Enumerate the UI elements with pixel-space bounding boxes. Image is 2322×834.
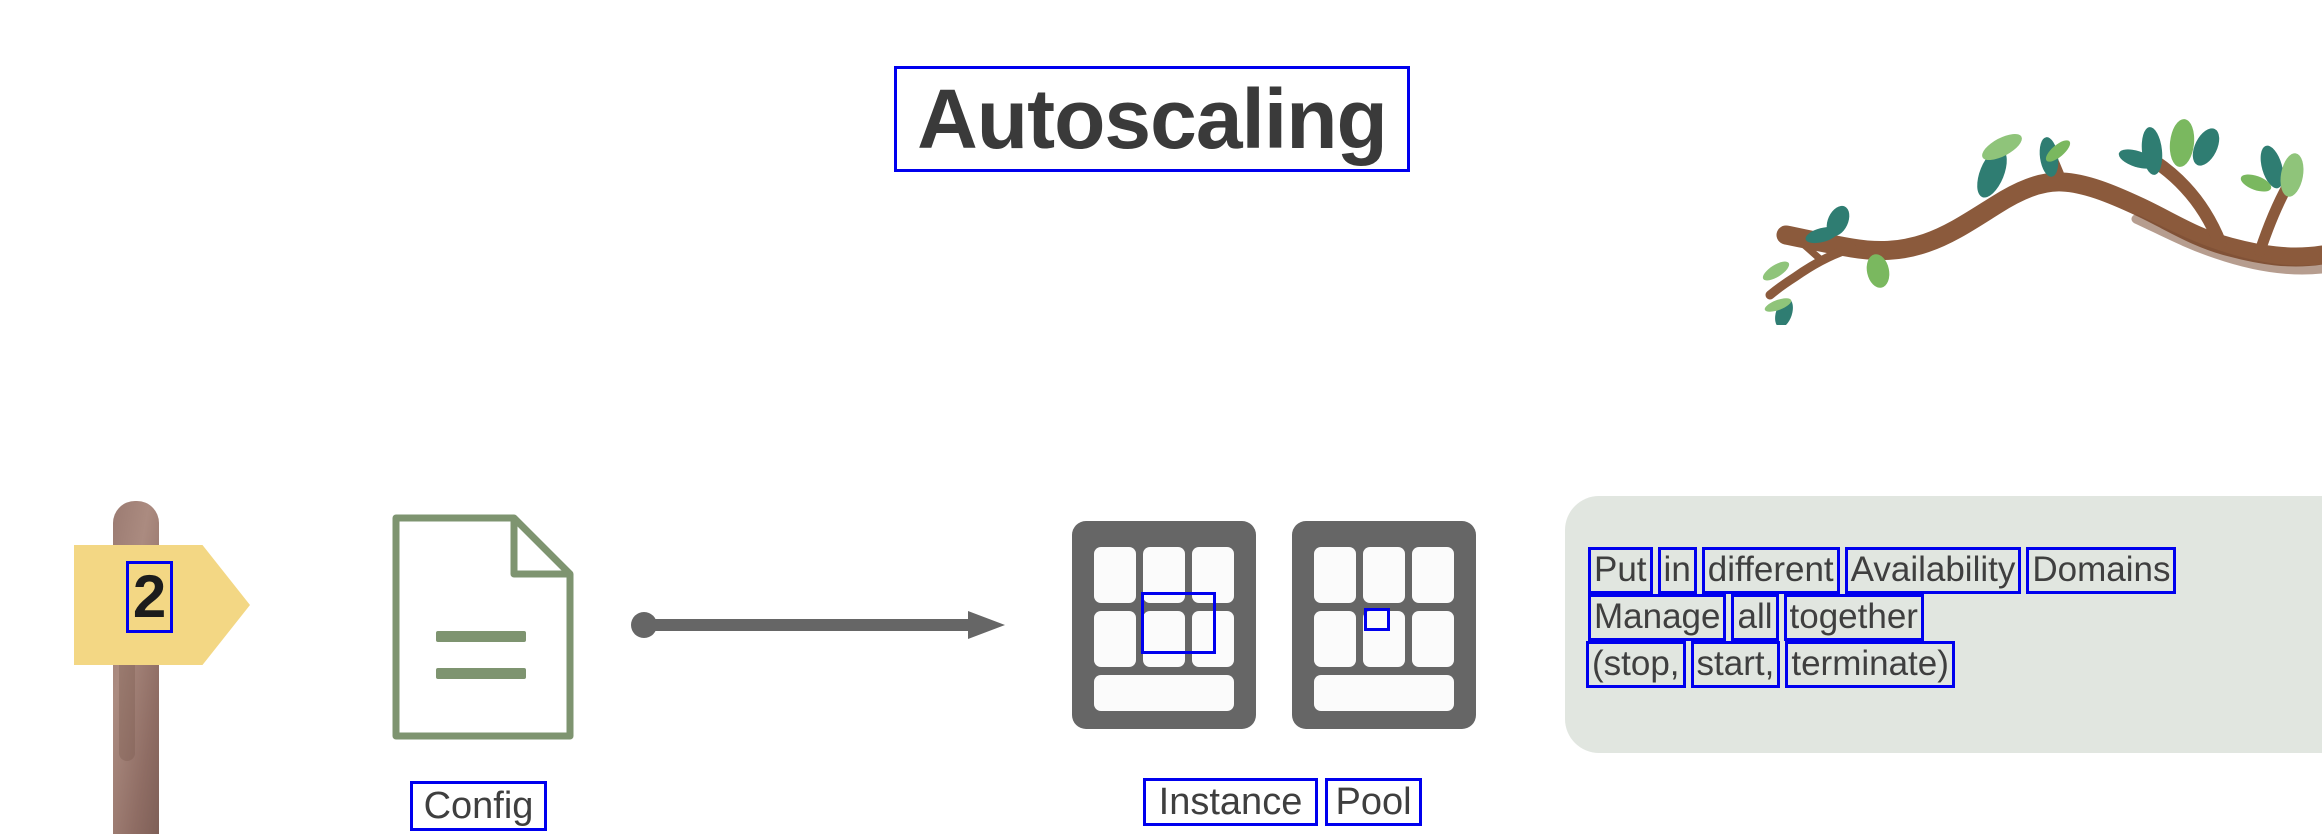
config-label: Config [423,785,534,827]
instance-tile-2 [1292,521,1476,729]
instance-bar [1314,675,1454,711]
note-word: all [1731,594,1779,641]
instance-cell [1192,547,1234,603]
note-word: different [1701,547,1840,594]
instance-cell [1094,611,1136,667]
document-icon [388,512,578,742]
instance-cell [1314,611,1356,667]
instance-cell [1363,611,1405,667]
pool-label: Pool [1335,781,1412,823]
page-title: Autoscaling [917,72,1388,166]
instance-cell [1192,611,1234,667]
instance-cell [1143,611,1185,667]
note-word: terminate) [1785,641,1955,688]
instance-bar [1094,675,1234,711]
note-word: Availability [1844,547,2022,594]
step-number-annotation-box: 2 [126,561,173,633]
instance-cell [1094,547,1136,603]
note-word: start, [1690,641,1781,688]
config-label-annotation-box: Config [410,781,547,831]
notes-panel: Put in different Availability Domains Ma… [1565,496,2322,753]
instance-cell [1314,547,1356,603]
page-title-annotation-box: Autoscaling [894,66,1410,172]
step-number: 2 [132,563,167,630]
instance-cell [1412,547,1454,603]
instance-cell [1143,547,1185,603]
instance-label: Instance [1158,781,1303,823]
note-word: Domains [2026,547,2177,594]
note-line: Manage all together [1588,594,1929,641]
instance-cell [1363,547,1405,603]
pool-label-annotation-box: Pool [1325,778,1422,826]
note-word: Manage [1588,594,1727,641]
step-signpost: 2 [74,495,360,834]
note-word: in [1657,547,1697,594]
tree-branch-illustration [1700,55,2322,328]
note-line: (stop, start, terminate) [1586,641,1960,688]
instance-tile-1 [1072,521,1256,729]
note-line: Put in different Availability Domains [1588,547,2181,594]
instance-cell [1412,611,1454,667]
arrow-right-icon [630,605,1010,645]
note-word: together [1783,594,1924,641]
instance-label-annotation-box: Instance [1143,778,1318,826]
note-word: (stop, [1586,641,1686,688]
note-word: Put [1588,547,1653,594]
